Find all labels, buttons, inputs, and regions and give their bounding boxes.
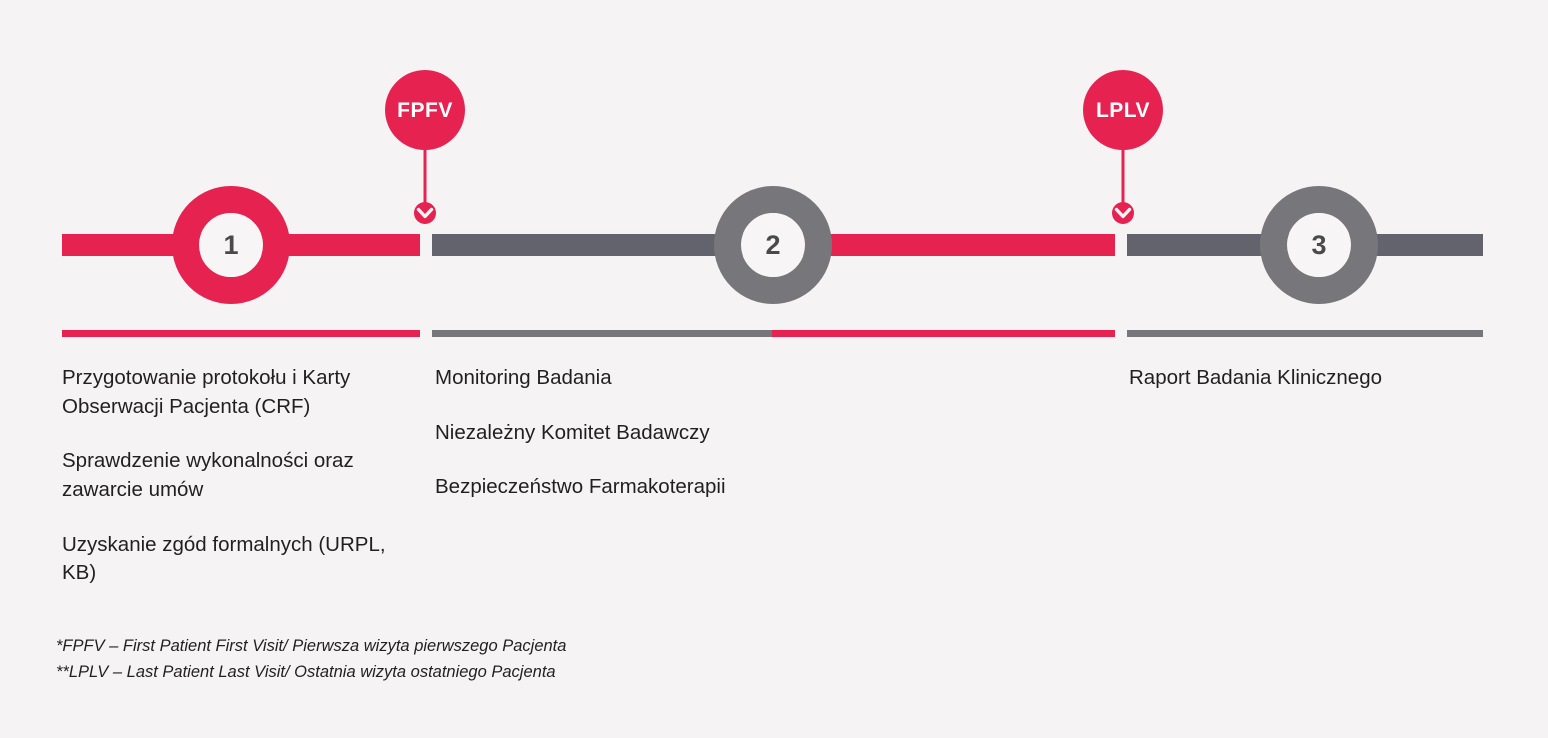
track-segment-2-gray (432, 234, 772, 256)
stage-circle-1[interactable]: 1 (172, 186, 290, 304)
stage-number-2: 2 (765, 229, 781, 260)
chevron-down-icon (412, 200, 438, 226)
footnote-lplv: **LPLV – Last Patient Last Visit/ Ostatn… (56, 662, 556, 681)
stage-circle-3[interactable]: 3 (1260, 186, 1378, 304)
column-2: Monitoring Badania Niezależny Komitet Ba… (435, 364, 815, 528)
stage-circle-3-inner: 3 (1287, 213, 1351, 277)
list-item: Uzyskanie zgód formalnych (URPL, KB) (62, 532, 386, 585)
marker-lplv-stem (1121, 148, 1125, 210)
chevron-down-icon (1110, 200, 1136, 226)
stage-number-3: 3 (1311, 229, 1327, 260)
list-item: Bezpieczeństwo Farmakoterapii (435, 475, 726, 499)
marker-fpfv-stem (423, 148, 427, 210)
list-item: Raport Badania Klinicznego (1129, 366, 1382, 389)
rule-column-3 (1127, 330, 1483, 337)
rule-column-2-gray (432, 330, 772, 337)
stage-number-1: 1 (223, 229, 239, 260)
track-segment-2-red (772, 234, 1115, 256)
column-1: Przygotowanie protokołu i Karty Obserwac… (62, 364, 422, 614)
list-item: Sprawdzenie wykonalności oraz zawarcie u… (62, 449, 354, 502)
list-item: Niezależny Komitet Badawczy (435, 420, 710, 444)
list-item: Monitoring Badania (435, 366, 612, 389)
marker-lplv-label: LPLV (1095, 98, 1151, 122)
marker-lplv-bubble: LPLV (1083, 70, 1163, 150)
rule-column-2-red (772, 330, 1115, 337)
rule-column-1 (62, 330, 420, 337)
marker-fpfv-label: FPFV (397, 98, 453, 122)
list-item: Przygotowanie protokołu i Karty Obserwac… (62, 366, 351, 418)
stage-circle-1-inner: 1 (199, 213, 263, 277)
stage-circle-2-inner: 2 (741, 213, 805, 277)
footnotes: *FPFV – First Patient First Visit/ Pierw… (56, 634, 566, 685)
stage-circle-2[interactable]: 2 (714, 186, 832, 304)
footnote-fpfv: *FPFV – First Patient First Visit/ Pierw… (56, 637, 567, 655)
marker-fpfv-bubble: FPFV (385, 70, 465, 150)
column-3: Raport Badania Klinicznego (1129, 364, 1509, 419)
